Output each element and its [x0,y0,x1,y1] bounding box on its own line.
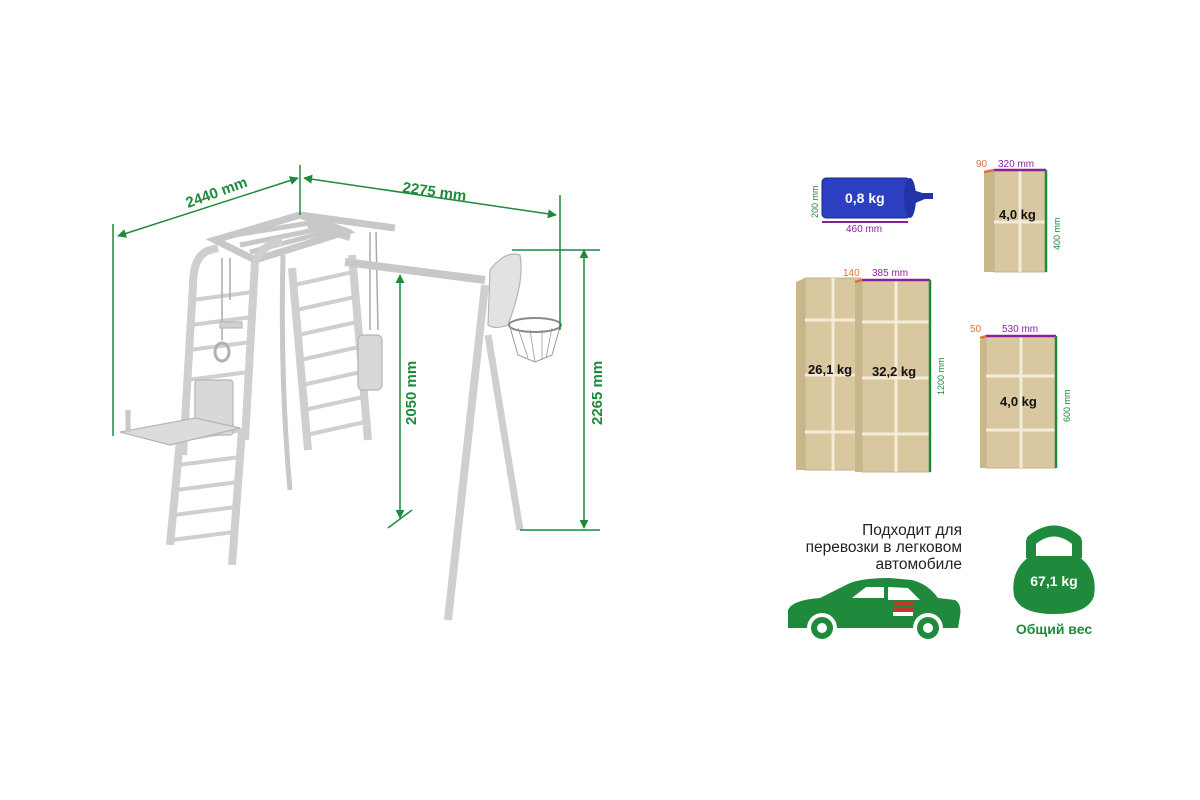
box-small-top-width: 320 mm [998,159,1034,170]
box-large-weight-front: 32,2 kg [872,364,916,379]
car-note-line2: перевозки в легковом [805,539,962,556]
car-transport-note: Подходит для перевозки в легковом автомо… [770,522,962,573]
box-large-depth: 140 [843,268,860,279]
box-large-width: 385 mm [872,268,908,279]
kettlebell-icon [1013,525,1095,614]
box-small-top-height: 400 mm [1052,217,1062,250]
car-icon [788,578,961,643]
box-medium-height: 600 mm [1062,389,1072,422]
dim-bar-height-label: 2050 mm [403,361,420,425]
box-large-weight-back: 26,1 kg [808,362,852,377]
box-small-top-depth: 90 [976,159,988,170]
total-weight: 67,1 kg [1030,573,1077,589]
box-medium-depth: 50 [970,324,982,335]
box-medium-weight: 4,0 kg [1000,394,1037,409]
box-small-top [983,168,1048,273]
dim-width-label: 2440 mm [184,174,250,212]
total-weight-label: Общий вес [1015,621,1093,637]
bag-weight: 0,8 kg [845,190,885,206]
bag-height-label: 200 mm [810,185,820,218]
playground-frame [119,211,562,621]
dim-length-label: 2275 mm [401,179,467,205]
product-dimension-lines [112,165,600,531]
bag-length-label: 460 mm [846,224,882,235]
bag-package [821,177,933,223]
car-note-line1: Подходит для [862,522,962,539]
box-medium-width: 530 mm [1002,324,1038,335]
box-large-height: 1200 mm [936,357,946,395]
box-large-pair [796,277,932,473]
dim-total-height-label: 2265 mm [589,361,606,425]
box-medium [979,334,1058,469]
car-note-line3: автомобиле [875,556,962,573]
box-small-top-weight: 4,0 kg [999,207,1036,222]
